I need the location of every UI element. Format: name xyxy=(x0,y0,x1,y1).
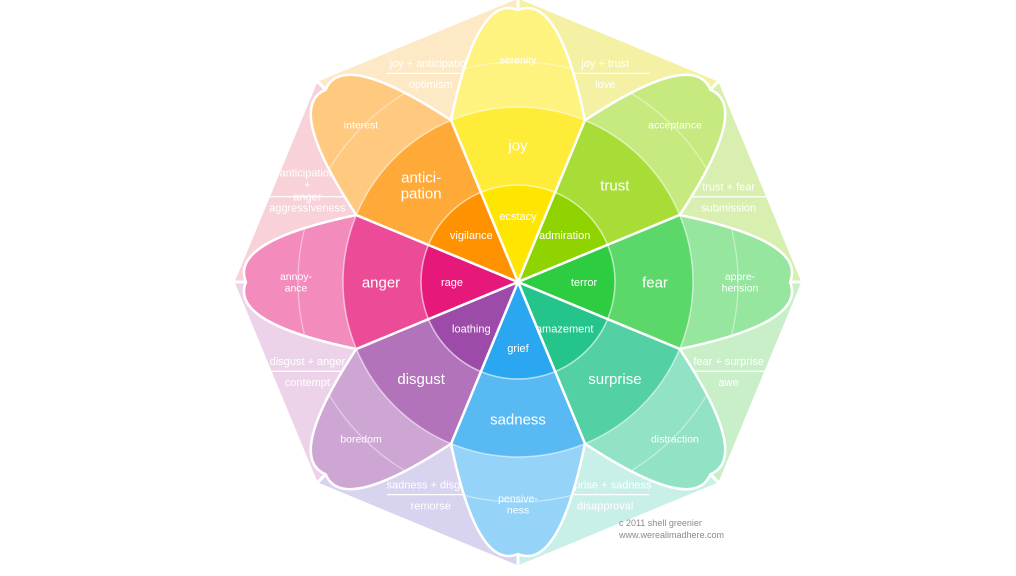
dyad-submission-components: trust + fear xyxy=(702,182,755,194)
dyad-submission-name: submission xyxy=(701,203,756,215)
dyad-remorse-name: remorse xyxy=(411,500,451,512)
petal-disgust-outer-band xyxy=(310,282,518,490)
dyad-love-components: joy + trust xyxy=(580,58,629,70)
emotion-sadness-mild: pensive-ness xyxy=(498,493,538,516)
emotion-anger-intense: rage xyxy=(441,277,463,289)
emotion-anticipation-intense: vigilance xyxy=(450,230,493,242)
emotion-surprise-intense: amazement xyxy=(536,324,593,336)
petal-disgust: loathing disgust boredom xyxy=(309,279,521,491)
emotion-anger-mild: annoy-ance xyxy=(280,271,313,294)
emotion-joy-intense: ecstacy xyxy=(499,211,537,223)
emotion-sadness-intense: grief xyxy=(507,343,529,355)
core-ring xyxy=(420,184,616,380)
petal-trust: admiration trust acceptance xyxy=(515,73,727,285)
petal-surprise-middle-band xyxy=(518,282,693,457)
petal-disgust-inner-band xyxy=(421,282,518,379)
emotion-fear-mild: appre-hension xyxy=(722,271,759,294)
petal-layer: ecstacy joy serenity admiration trust accepta… xyxy=(242,6,794,558)
dyad-aggressiveness-name: aggressiveness xyxy=(269,203,346,215)
emotion-anticipation-mild: interest xyxy=(344,120,379,132)
dyad-remorse-components: sadness + disgust xyxy=(387,479,475,491)
dyad-optimism-components: joy + anticipation xyxy=(389,58,472,70)
emotion-anticipation-basic: antici-pation xyxy=(401,169,442,202)
petal-trust-middle-band xyxy=(518,107,693,282)
petal-surprise-outer-band xyxy=(518,282,726,490)
credit: c 2011 shell greenier www.werealimadhere… xyxy=(619,517,724,541)
dyad-disapproval-components: surprise + sadness xyxy=(559,479,652,491)
petal-surprise-inner-band xyxy=(518,282,615,379)
emotion-anger-basic: anger xyxy=(362,274,400,291)
dyad-optimism-name: optimism xyxy=(409,79,453,91)
emotion-disgust-basic: disgust xyxy=(397,371,445,388)
emotion-joy-basic: joy xyxy=(507,137,528,154)
emotion-trust-mild: acceptance xyxy=(648,120,702,132)
petal-trust-inner-band xyxy=(518,185,615,282)
petal-disgust-middle-band xyxy=(343,282,518,457)
credit-line-2: www.werealimadhere.com xyxy=(618,530,724,540)
emotion-disgust-intense: loathing xyxy=(452,324,491,336)
dyad-love-name: love xyxy=(595,79,615,91)
dyad-awe-components: fear + surprise xyxy=(693,356,764,368)
emotion-joy-mild: serenity xyxy=(500,55,538,67)
emotion-surprise-basic: surprise xyxy=(588,371,641,388)
dyad-aggressiveness-components: anticipation+anger xyxy=(280,168,336,204)
dyad-contempt-name: contempt xyxy=(285,377,330,389)
dyad-disapproval-name: disapproval xyxy=(577,500,633,512)
emotion-disgust-mild: boredom xyxy=(340,434,382,446)
emotion-trust-basic: trust xyxy=(600,177,630,194)
emotion-trust-intense: admiration xyxy=(539,230,590,242)
dyad-contempt-components: disgust + anger xyxy=(270,356,346,368)
petal-anticipation-inner-band xyxy=(421,185,518,282)
emotion-sadness-basic: sadness xyxy=(490,411,546,428)
emotion-fear-basic: fear xyxy=(642,274,668,291)
emotion-fear-intense: terror xyxy=(571,277,598,289)
credit-line-1: c 2011 shell greenier xyxy=(618,518,702,528)
dyad-awe-name: awe xyxy=(719,377,739,389)
emotion-surprise-mild: distraction xyxy=(651,434,699,446)
petal-anticipation-outer-band xyxy=(310,74,518,282)
petal-anticipation: vigilance antici-pation interest xyxy=(309,73,521,285)
petal-anticipation-middle-band xyxy=(343,107,518,282)
petal-surprise: amazement surprise distraction xyxy=(515,279,727,491)
petal-trust-outer-band xyxy=(518,74,726,282)
